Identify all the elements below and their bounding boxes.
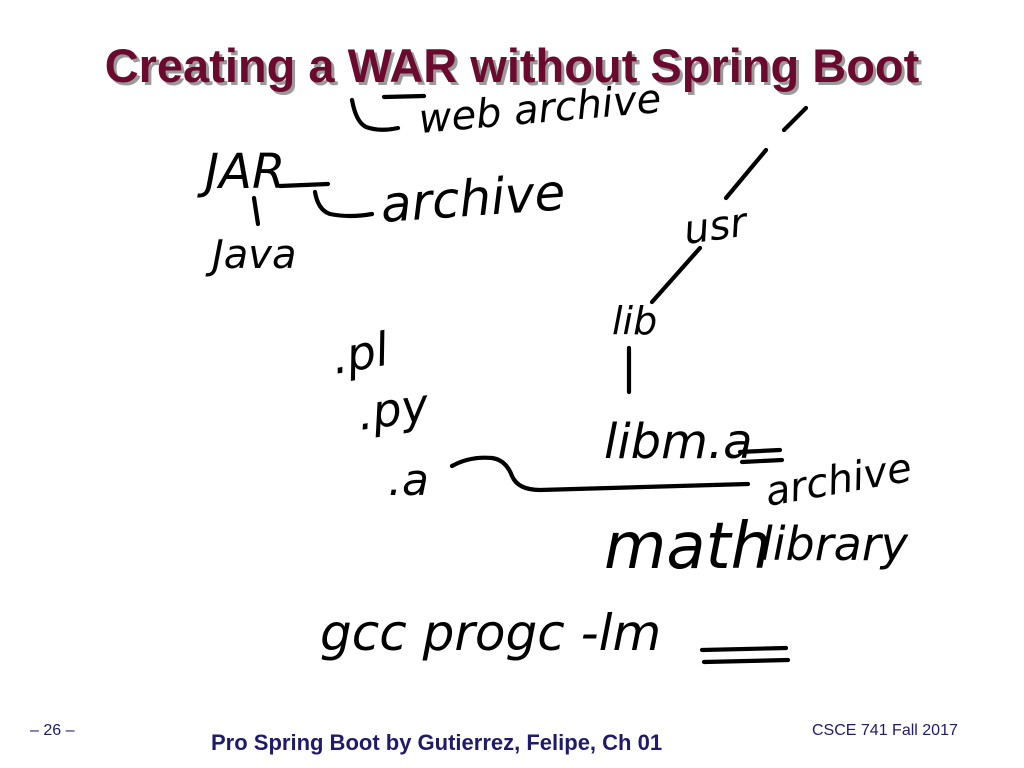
page-number: – 26 – — [30, 722, 75, 739]
math-note: math — [604, 510, 771, 584]
ext-a-note: .a — [388, 455, 429, 506]
slide-title: Creating a WAR without Spring Boot — [104, 39, 920, 92]
library-note: library — [760, 517, 909, 571]
usr-note: usr — [681, 199, 752, 254]
web-archive-note: web archive — [417, 76, 663, 143]
jar-connector-stroke — [312, 189, 375, 219]
footer-source: Pro Spring Boot by Gutierrez, Felipe, Ch… — [211, 730, 663, 755]
lib-note: lib — [612, 299, 657, 343]
gcc-command-note: gcc progc -lm — [320, 604, 661, 662]
jar-note: JAR — [197, 144, 285, 200]
libm-underline-1 — [737, 447, 783, 455]
lm-underline-1 — [699, 645, 789, 653]
boot-diagonal-stroke — [723, 105, 809, 201]
archive-label-note: archive — [762, 445, 915, 516]
footer-course: CSCE 741 Fall 2017 — [812, 722, 958, 739]
a-to-archive-stroke — [449, 455, 751, 493]
libm-underline-2 — [739, 457, 785, 465]
war-underline-stroke — [381, 93, 427, 100]
java-note: Java — [205, 232, 297, 278]
usr-lib-stroke — [649, 245, 703, 305]
ext-pl-note: .pl — [328, 322, 393, 385]
jar-underline-stroke — [277, 181, 331, 189]
archive-note: archive — [379, 163, 567, 234]
war-bracket-stroke — [349, 97, 401, 132]
jar-tick-stroke — [251, 195, 261, 227]
libm-note: libm.a — [604, 414, 753, 470]
ext-py-note: .py — [354, 377, 433, 440]
lm-underline-2 — [701, 657, 791, 665]
